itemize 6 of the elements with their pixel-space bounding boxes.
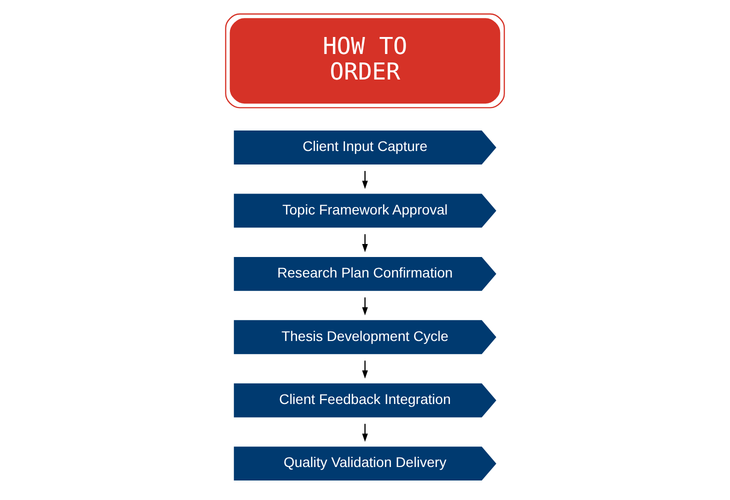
arrow	[362, 234, 368, 252]
arrow	[362, 296, 368, 315]
arrow	[362, 423, 368, 442]
node-box: HOW TO ORDER	[225, 12, 505, 108]
arrow	[362, 170, 368, 188]
arrow	[362, 360, 368, 378]
